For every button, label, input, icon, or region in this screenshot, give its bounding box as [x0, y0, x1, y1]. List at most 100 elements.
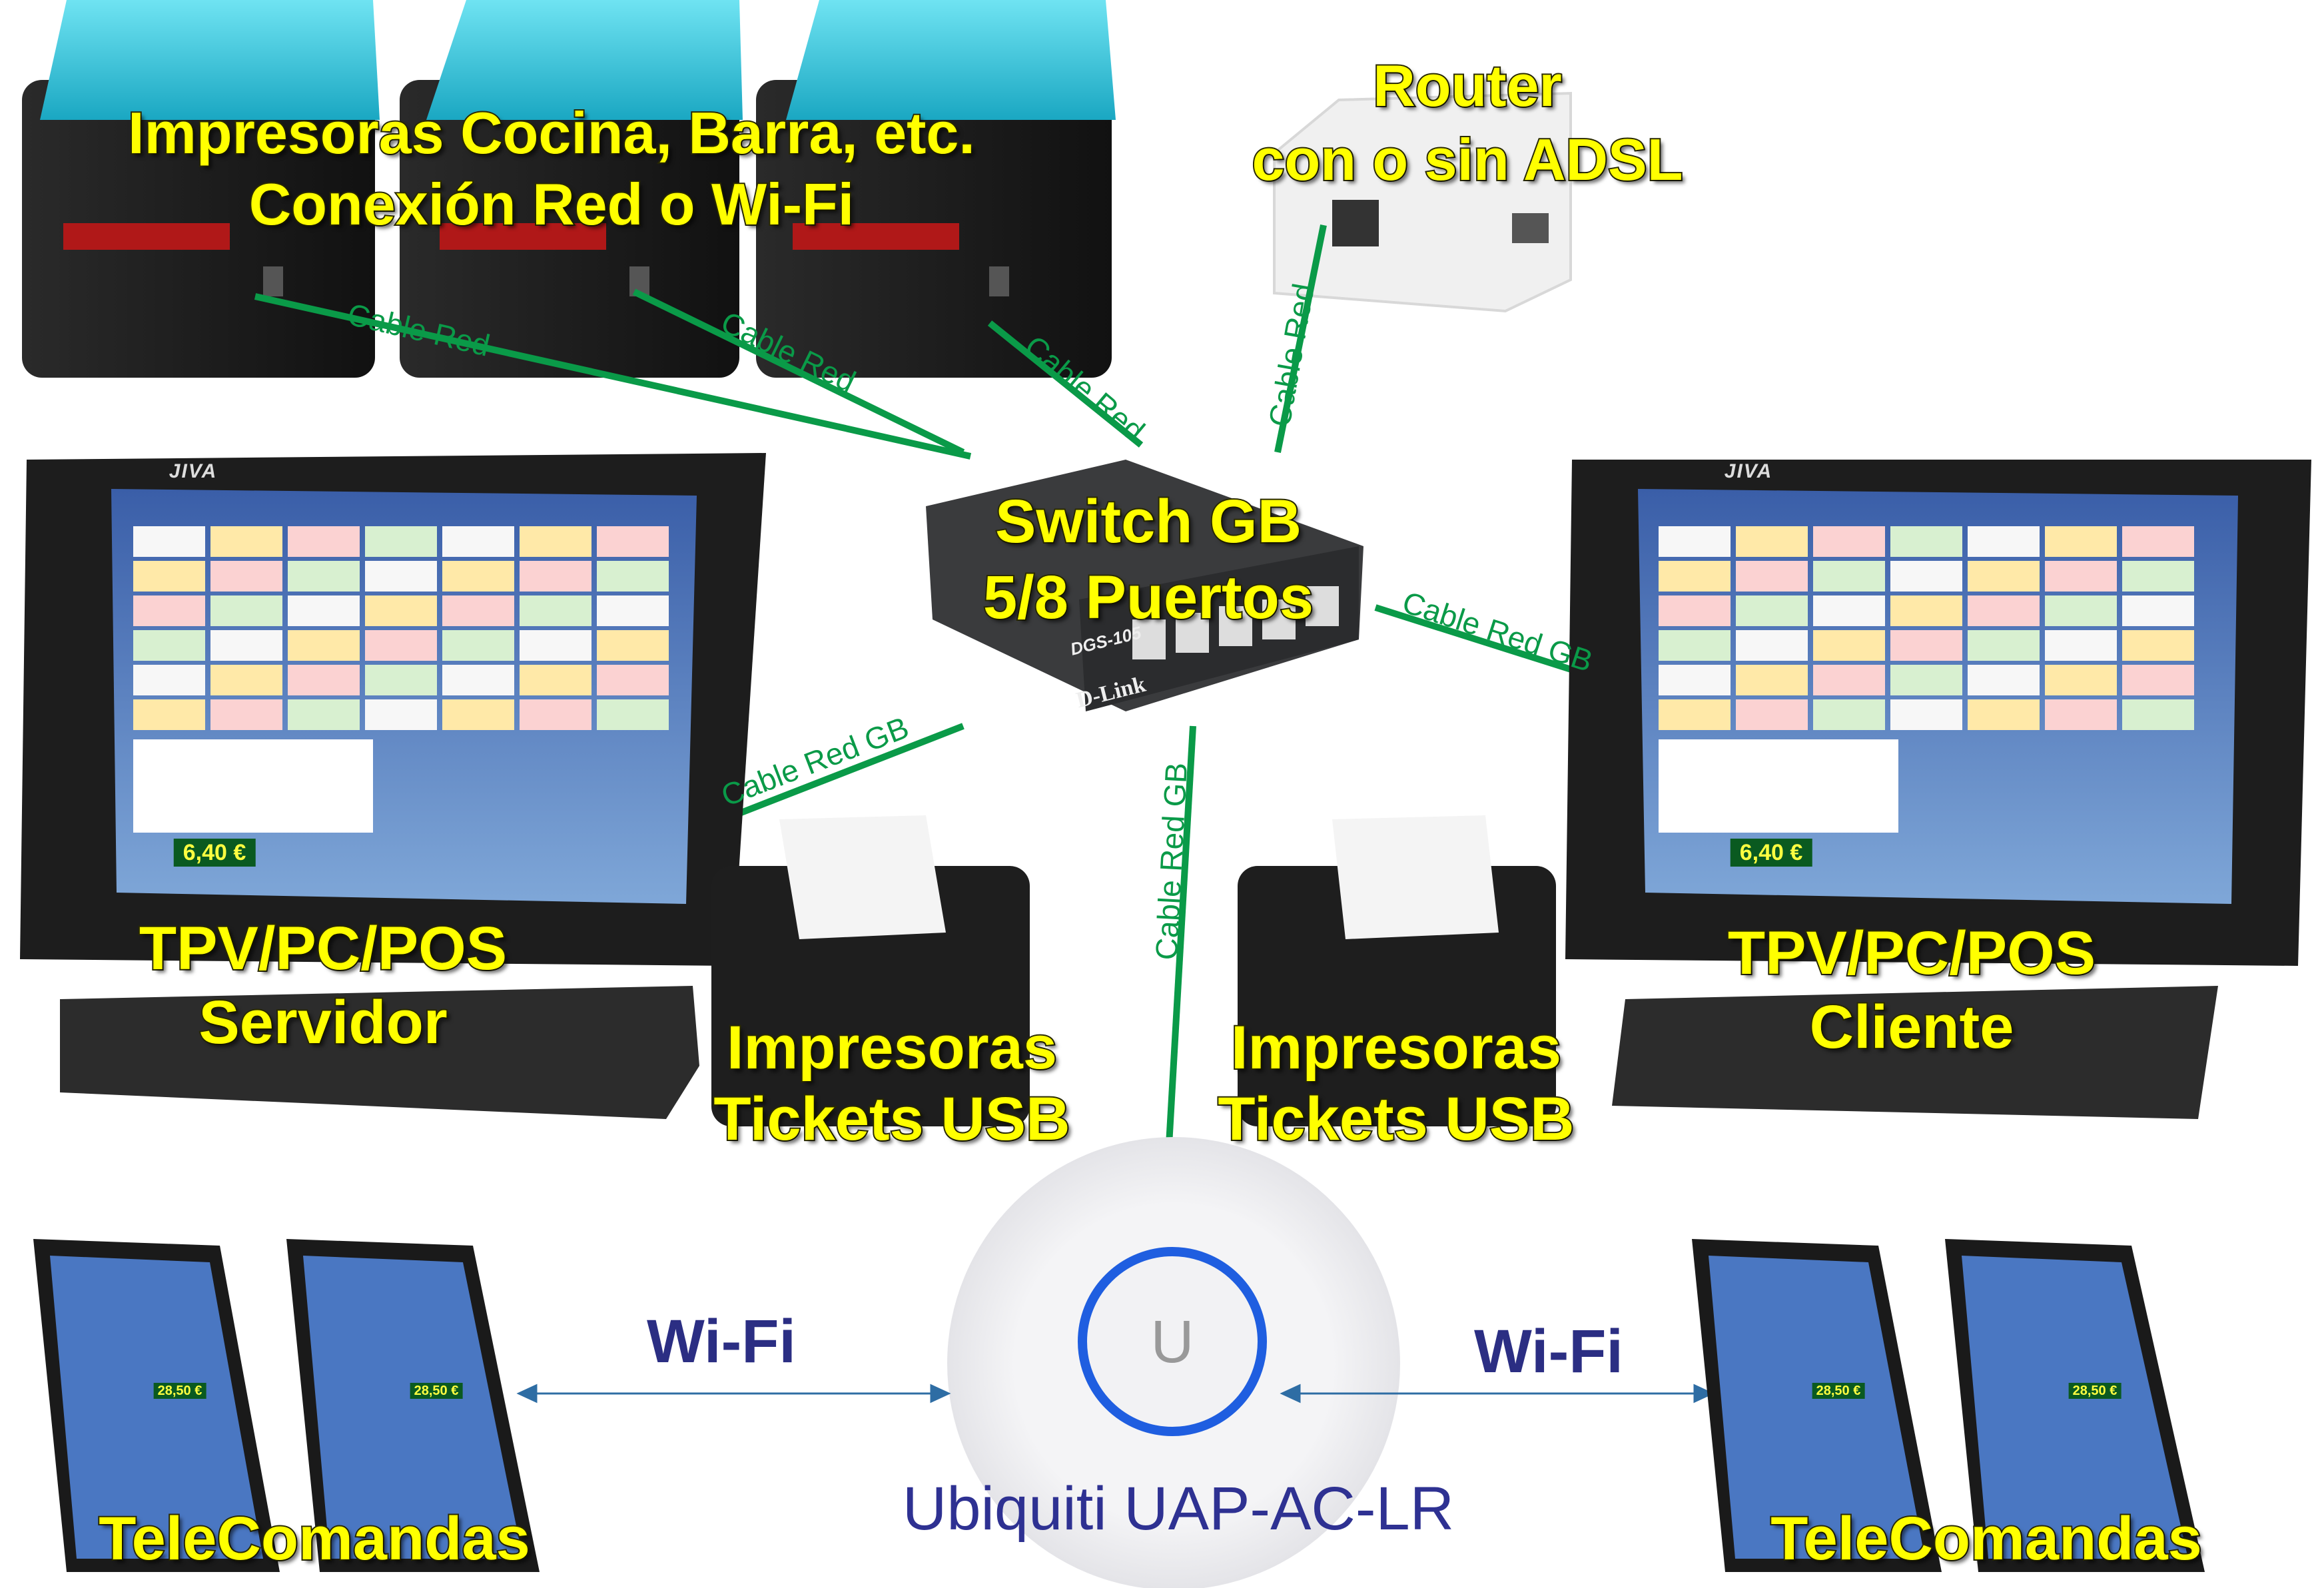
pos-screen-button — [520, 665, 591, 695]
server-role-label: Servidor — [197, 989, 448, 1056]
pos-screen-button — [2122, 561, 2194, 592]
pos-screen-button — [2045, 630, 2117, 661]
wifi-arrows — [516, 1384, 1715, 1403]
pos-screen-button — [2045, 526, 2117, 557]
pos-screen-button — [210, 630, 282, 661]
pos-screen-button — [1736, 699, 1808, 730]
wifi-right-label: Wi-Fi — [1474, 1318, 1623, 1386]
server-screen-total: 6,40 € — [173, 839, 256, 867]
router-adsl-label: con o sin ADSL — [1251, 127, 1685, 193]
pos-screen-button — [1659, 526, 1731, 557]
cable-router-line — [1274, 224, 1327, 453]
client-role-label: Cliente — [1808, 993, 2016, 1061]
ticket-printer-left — [711, 815, 1030, 1126]
pos-screen-button — [2122, 596, 2194, 626]
pos-screen-button — [1968, 630, 2040, 661]
pos-screen-button — [1968, 561, 2040, 592]
access-point-label: Ubiquiti UAP-AC-LR — [902, 1475, 1455, 1543]
router-label: Router — [1371, 53, 1563, 119]
pos-screen-button — [442, 699, 514, 730]
pos-screen-button — [1813, 596, 1885, 626]
arrow-left-icon — [516, 1384, 538, 1403]
pos-screen-button — [1813, 526, 1885, 557]
pos-screen-button — [442, 526, 514, 557]
pos-screen-button — [1968, 665, 2040, 695]
pos-screen-button — [1968, 699, 2040, 730]
switch-label: Switch GB — [994, 488, 1303, 556]
pos-screen-button — [1736, 665, 1808, 695]
pos-screen-button — [520, 526, 591, 557]
pos-screen-button — [1813, 699, 1885, 730]
pos-screen-button — [2122, 699, 2194, 730]
pos-screen-button — [2045, 665, 2117, 695]
pos-screen-button — [1659, 630, 1731, 661]
server-monitor-brand: JIVA — [169, 460, 218, 482]
pos-screen-button — [1659, 665, 1731, 695]
pos-screen-button — [365, 596, 437, 626]
pos-screen-button — [1736, 526, 1808, 557]
pos-screen-button — [2045, 699, 2117, 730]
pos-screen-button — [1968, 596, 2040, 626]
client-monitor-brand: JIVA — [1724, 460, 1773, 482]
pos-screen-button — [365, 630, 437, 661]
pos-screen-button — [2122, 526, 2194, 557]
cable-printer3-line — [987, 320, 1144, 448]
pos-screen-button — [597, 699, 669, 730]
pos-screen-button — [133, 699, 205, 730]
ticket-printers-left-usb-label: Tickets USB — [712, 1085, 1071, 1153]
pos-ticket-list — [133, 739, 373, 833]
pos-screen-button — [1813, 665, 1885, 695]
arrow-right-icon — [1693, 1384, 1715, 1403]
pos-screen-button — [1736, 596, 1808, 626]
pos-screen-button — [1813, 630, 1885, 661]
pos-screen-button — [597, 630, 669, 661]
network-switch — [926, 460, 1363, 711]
pos-screen-button — [288, 630, 360, 661]
access-point: U — [947, 1137, 1400, 1588]
router — [1273, 91, 1572, 313]
tablet-total: 28,50 € — [410, 1383, 463, 1399]
pos-screen-button — [442, 561, 514, 592]
pos-screen-button — [597, 561, 669, 592]
pos-screen-button — [520, 630, 591, 661]
pos-screen-button — [288, 596, 360, 626]
arrow-left-icon — [1280, 1384, 1301, 1403]
kitchen-printer-3 — [756, 0, 1116, 378]
pos-screen-button — [210, 665, 282, 695]
pos-screen-button — [2045, 596, 2117, 626]
ticket-printers-right-label: Impresoras — [1230, 1014, 1563, 1082]
pos-screen-button — [210, 561, 282, 592]
tablet-total: 28,50 € — [153, 1383, 206, 1399]
pos-screen-button — [1890, 665, 1962, 695]
tablet-total: 28,50 € — [2068, 1383, 2122, 1399]
pos-screen-button — [1659, 596, 1731, 626]
switch-ports-label: 5/8 Puertos — [982, 564, 1315, 631]
pos-screen-button — [1890, 596, 1962, 626]
pos-screen-button — [442, 596, 514, 626]
tablets — [33, 1239, 2205, 1572]
pos-screen-button — [1736, 630, 1808, 661]
pos-screen-button — [210, 596, 282, 626]
ubiquiti-logo-icon: U — [1151, 1309, 1194, 1376]
pos-screen-button — [1890, 630, 1962, 661]
pos-screen-button — [1890, 699, 1962, 730]
wifi-left-label: Wi-Fi — [647, 1308, 796, 1376]
client-label: TPV/PC/POS — [1727, 919, 2097, 987]
pos-screen-button — [210, 526, 282, 557]
pos-screen-button — [1659, 699, 1731, 730]
pos-screen-button — [365, 665, 437, 695]
pos-screen-button — [597, 526, 669, 557]
pos-screen-button — [288, 665, 360, 695]
pos-screen-button — [2045, 561, 2117, 592]
pos-screen-button — [133, 526, 205, 557]
pos-screen-button — [365, 526, 437, 557]
pos-ticket-list — [1659, 739, 1898, 833]
tablet-total: 28,50 € — [1812, 1383, 1865, 1399]
ticket-printers-right-usb-label: Tickets USB — [1216, 1085, 1575, 1153]
pos-screen-button — [133, 596, 205, 626]
pos-screen-button — [133, 630, 205, 661]
ticket-printers-left-label: Impresoras — [725, 1014, 1058, 1082]
cable-printer1-line — [254, 293, 972, 460]
pos-screen-button — [597, 665, 669, 695]
